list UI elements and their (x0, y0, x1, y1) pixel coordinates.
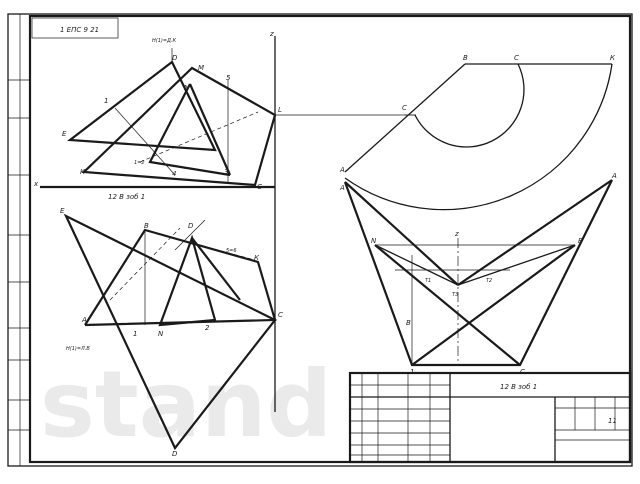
fan-outer-arc (344, 63, 613, 211)
label-t1: Т1 (425, 278, 431, 284)
axis-x-label: х (33, 180, 39, 188)
label-1-top: 1 (104, 97, 108, 105)
label-56-bottom: 5=6 (226, 248, 237, 254)
label-n-top: N (184, 84, 190, 92)
label-4-top: 4 (172, 170, 176, 178)
top-view-triangles: Е В D 5=6 К С А Н(1)=Л.В N 2 1 D (60, 207, 283, 458)
label-a-fan: А (339, 166, 345, 174)
label-l-top: L (278, 106, 282, 114)
label-m-top: М (198, 64, 204, 72)
label-d-bottom: D (188, 222, 194, 230)
label-d-apex: D (172, 450, 178, 458)
label-c-bottom: С (278, 311, 283, 319)
label-c-top: С (257, 183, 262, 191)
top-label: 1 ЕПС 9 21 (60, 26, 99, 34)
label-b-net-inner: В (406, 319, 411, 327)
label-h2: Н(1)=Л.В (66, 346, 90, 352)
watermark: stand (40, 351, 332, 458)
label-h1: Н(1)=Д.К (152, 38, 177, 44)
fan-inner-arc (414, 63, 525, 148)
label-1-bottom: 1 (133, 330, 137, 338)
label-b-net: В (578, 237, 583, 245)
label-2-bottom: 2 (205, 324, 210, 332)
label-n-net: N (371, 237, 377, 245)
label-c-fan: С (514, 54, 519, 62)
title-block-code: 12 В зоб 1 (500, 383, 537, 391)
top-label-box (31, 17, 119, 39)
front-view-triangles: Н(1)=Д.К Е 1 D М 5 L N 1=2 К С 4 3 (62, 38, 282, 191)
label-z-net: z (454, 230, 459, 238)
label-c-fan-inner: С (402, 104, 407, 112)
label-e-bottom: Е (60, 207, 65, 215)
label-k-bottom: К (254, 254, 260, 262)
title-block: 12 В зоб 1 11 (348, 371, 632, 464)
label-b-fan: В (463, 54, 468, 62)
sheet-number: 11 (608, 417, 617, 425)
label-b-bottom: В (144, 222, 149, 230)
label-5-top: 5 (226, 74, 231, 82)
development-view: В С К С А А А N В z Т1 Т2 Т3 В 1 С (339, 54, 617, 376)
label-3-top: 3 (224, 168, 228, 176)
section-label: 12 В зоб 1 (108, 193, 145, 201)
label-t3: Т3 (452, 292, 458, 298)
outer-frame (7, 13, 633, 467)
label-k-top: К (80, 168, 86, 176)
label-e-top: Е (62, 130, 67, 138)
fan-left-edge (344, 63, 466, 173)
inner-frame (28, 14, 632, 464)
label-k-fan: К (610, 54, 616, 62)
label-t2: Т2 (486, 278, 492, 284)
label-n-bottom: N (158, 330, 164, 338)
margin-stamp (8, 14, 30, 466)
label-a-bottom: А (81, 316, 87, 324)
label-a-net-right: А (611, 172, 617, 180)
label-d-top: D (172, 54, 178, 62)
label-a-net: А (339, 184, 345, 192)
axis-z-label: z (269, 30, 274, 38)
label-12-top: 1=2 (134, 160, 145, 166)
